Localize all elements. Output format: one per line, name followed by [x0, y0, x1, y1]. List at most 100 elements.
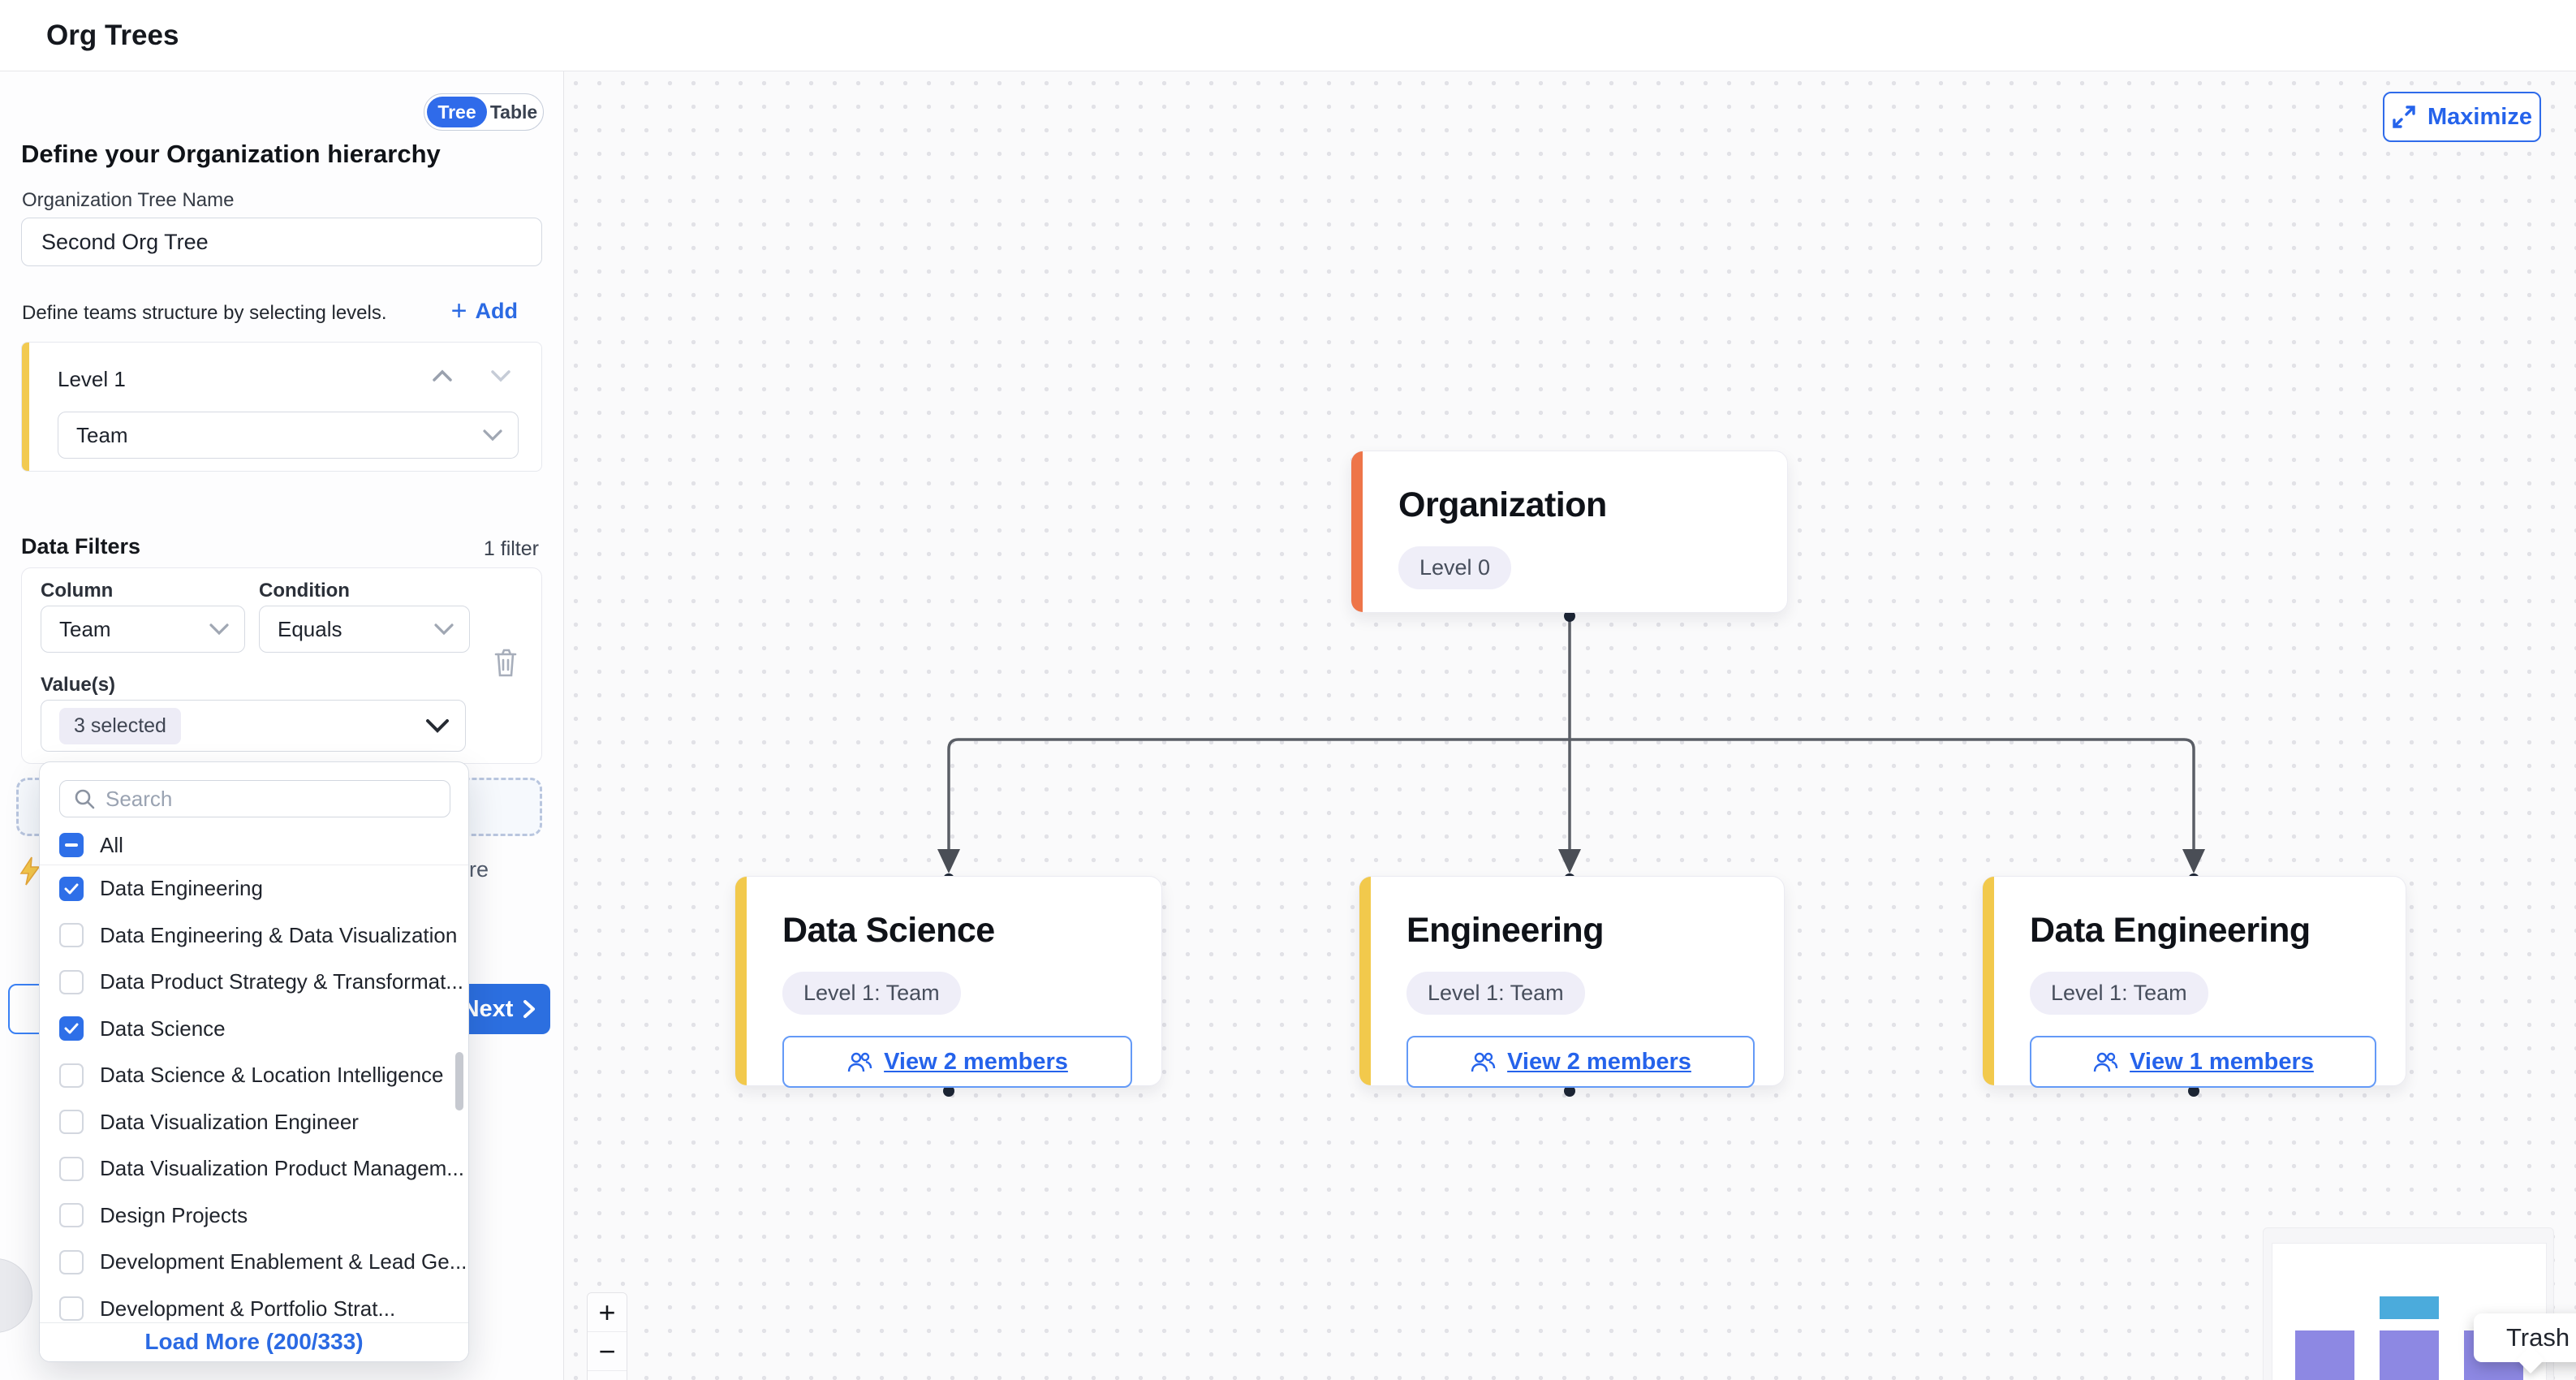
unchecked-checkbox[interactable]	[59, 1203, 84, 1228]
fit-view-button[interactable]	[588, 1371, 627, 1380]
view-toggle: Tree Table	[424, 93, 544, 131]
members-icon	[2093, 1052, 2118, 1072]
values-label: Value(s)	[41, 674, 116, 696]
dropdown-option[interactable]: Data Product Strategy & Transformat...	[40, 959, 468, 1006]
checked-checkbox[interactable]	[59, 1016, 84, 1041]
chevron-right-icon	[523, 1000, 536, 1018]
canvas-minimap[interactable]	[2263, 1227, 2554, 1380]
view-members-button[interactable]: View 1 members	[2030, 1036, 2376, 1088]
unchecked-checkbox[interactable]	[59, 1156, 84, 1181]
dropdown-option[interactable]: Design Projects	[40, 1192, 468, 1240]
view-members-button[interactable]: View 2 members	[1406, 1036, 1755, 1088]
page-title: Org Trees	[46, 19, 179, 51]
filter-column-select[interactable]: Team	[41, 606, 245, 653]
view-members-label: View 1 members	[2130, 1048, 2314, 1075]
maximize-icon	[2393, 106, 2415, 128]
dropdown-option[interactable]: Data Engineering	[40, 865, 468, 912]
tab-table-view[interactable]: Table	[489, 101, 538, 123]
app-header: Org Trees	[0, 0, 2576, 71]
members-icon	[1471, 1052, 1496, 1072]
dropdown-option[interactable]: Development Enablement & Lead Ge...	[40, 1239, 468, 1286]
dropdown-option-list[interactable]: Data Engineering Data Engineering & Data…	[40, 865, 468, 1324]
minimap-child-node	[2380, 1330, 2439, 1380]
minimap-child-node	[2295, 1330, 2354, 1380]
tree-node-data-science[interactable]: Data Science Level 1: Team View 2 member…	[734, 876, 1162, 1088]
zoom-in-button[interactable]: +	[588, 1293, 627, 1332]
node-title: Organization	[1398, 485, 1607, 524]
org-tree-canvas[interactable]: Maximize Organization Level 0 Data Scien…	[564, 71, 2576, 1380]
tree-name-label: Organization Tree Name	[22, 189, 235, 211]
add-level-button[interactable]: + Add	[450, 295, 518, 326]
view-members-label: View 2 members	[1507, 1048, 1691, 1075]
dropdown-option[interactable]: Data Engineering & Data Visualization	[40, 912, 468, 960]
dropdown-option[interactable]: Data Science	[40, 1006, 468, 1053]
node-level-badge: Level 1: Team	[1406, 972, 1585, 1015]
canvas-zoom-controls: + −	[587, 1292, 627, 1380]
chevron-down-icon	[426, 719, 449, 733]
view-members-button[interactable]: View 2 members	[782, 1036, 1132, 1088]
tree-name-input[interactable]	[21, 218, 542, 266]
checked-checkbox[interactable]	[59, 876, 84, 901]
chevron-down-icon	[434, 623, 454, 636]
delete-filter-icon[interactable]	[491, 646, 520, 679]
level-type-select[interactable]: Team	[58, 412, 519, 459]
move-level-down-icon[interactable]	[489, 369, 512, 383]
maximize-button[interactable]: Maximize	[2383, 92, 2541, 142]
node-level-badge: Level 0	[1398, 546, 1512, 589]
zoom-out-button[interactable]: −	[588, 1332, 627, 1371]
column-label: Column	[41, 580, 114, 602]
values-dropdown: All Data Engineering Data Engineering & …	[39, 761, 469, 1362]
condition-label: Condition	[259, 580, 350, 602]
tree-node-data-engineering[interactable]: Data Engineering Level 1: Team View 1 me…	[1982, 876, 2406, 1088]
unchecked-checkbox[interactable]	[59, 969, 84, 994]
plus-icon: +	[450, 295, 467, 326]
node-level-badge: Level 1: Team	[782, 972, 961, 1015]
levels-hint: Define teams structure by selecting leve…	[22, 302, 387, 324]
tree-node-engineering[interactable]: Engineering Level 1: Team View 2 members	[1359, 876, 1785, 1088]
data-filters-title: Data Filters	[21, 534, 141, 558]
filter-values-multiselect[interactable]: 3 selected	[41, 700, 466, 752]
filter-count-label: 1 filter	[483, 537, 539, 560]
dropdown-search-box[interactable]	[59, 780, 450, 817]
node-title: Engineering	[1406, 911, 1604, 950]
level-card: Level 1 Team	[21, 342, 542, 472]
unchecked-checkbox[interactable]	[59, 1110, 84, 1135]
scrollbar-thumb[interactable]	[455, 1052, 463, 1110]
node-title: Data Science	[782, 911, 995, 950]
indeterminate-checkbox[interactable]	[59, 833, 84, 857]
members-icon	[847, 1052, 872, 1072]
filter-condition-select[interactable]: Equals	[259, 606, 470, 653]
node-title: Data Engineering	[2030, 911, 2311, 950]
load-more-button[interactable]: Load More (200/333)	[40, 1322, 468, 1361]
trash-tooltip: Trash	[2474, 1313, 2576, 1374]
dropdown-option[interactable]: Data Visualization Product Managem...	[40, 1145, 468, 1192]
panel-heading: Define your Organization hierarchy	[21, 140, 441, 168]
dropdown-option[interactable]: Data Science & Location Intelligence	[40, 1052, 468, 1099]
tree-connector-edges	[937, 610, 2205, 1097]
floating-button-fragment[interactable]	[0, 1258, 32, 1333]
node-level-badge: Level 1: Team	[2030, 972, 2208, 1015]
minimap-root-node	[2380, 1296, 2439, 1319]
tree-node-organization[interactable]: Organization Level 0	[1350, 451, 1788, 613]
dropdown-search-input[interactable]	[106, 786, 414, 812]
chevron-down-icon	[209, 623, 229, 636]
lightning-icon	[19, 856, 41, 886]
hint-text-fragment: re	[469, 857, 489, 882]
unchecked-checkbox[interactable]	[59, 923, 84, 948]
trash-tooltip-label: Trash	[2506, 1323, 2570, 1352]
selected-count-tag: 3 selected	[59, 707, 181, 744]
view-members-label: View 2 members	[884, 1048, 1068, 1075]
maximize-label: Maximize	[2427, 103, 2532, 130]
tab-tree-view[interactable]: Tree	[427, 97, 487, 127]
dropdown-option[interactable]: Development & Portfolio Strat...	[40, 1286, 468, 1325]
filter-card: Column Team Condition Equals Value(s) 3 …	[21, 567, 542, 764]
unchecked-checkbox[interactable]	[59, 1249, 84, 1274]
unchecked-checkbox[interactable]	[59, 1296, 84, 1322]
select-all-option[interactable]: All	[40, 826, 468, 865]
search-icon	[75, 789, 95, 809]
chevron-down-icon	[483, 429, 502, 442]
unchecked-checkbox[interactable]	[59, 1063, 84, 1088]
move-level-up-icon[interactable]	[431, 369, 454, 383]
level-card-title: Level 1	[58, 367, 126, 391]
dropdown-option[interactable]: Data Visualization Engineer	[40, 1099, 468, 1146]
